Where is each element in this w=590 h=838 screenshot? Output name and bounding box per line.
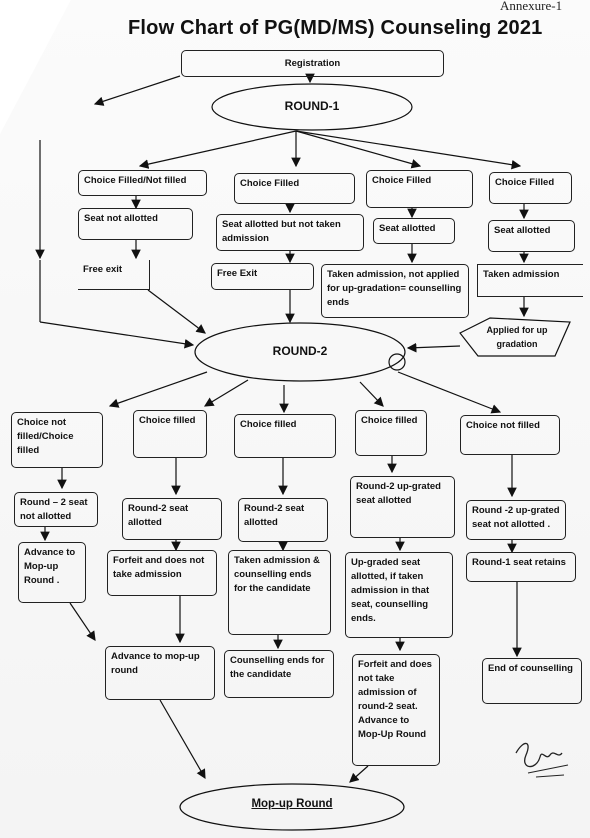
round2-oval: [194, 322, 406, 382]
r2-col4-status: Round-2 up-grated seat allotted: [350, 476, 455, 538]
r1-col3-status: Seat allotted: [373, 218, 455, 244]
r2-col3-status: Round-2 seat allotted: [238, 498, 328, 542]
r2-col2-next: Forfeit and does not take admission: [107, 550, 217, 596]
round1-label: ROUND-1: [284, 99, 340, 113]
registration-box: Registration: [181, 50, 444, 77]
r2-col4-choice: Choice filled: [355, 410, 427, 456]
r1-col3-outcome: Taken admission, not applied for up-grad…: [321, 264, 469, 318]
r2-col4-final: Forfeit and does not take admission of r…: [352, 654, 440, 766]
r2-col3-next: Taken admission & counselling ends for t…: [228, 550, 331, 635]
r2-col5-status: Round -2 up-grated seat not allotted .: [466, 500, 566, 540]
r1-col1-choice: Choice Filled/Not filled: [78, 170, 207, 196]
r2-col1-next: Advance to Mop-up Round .: [18, 542, 86, 603]
r1-col4-outcome: Taken admission: [477, 264, 583, 297]
signature: [515, 742, 569, 778]
annexure-label: Annexure-1: [500, 0, 563, 13]
r2-col1-choice: Choice not filled/Choice filled: [11, 412, 103, 468]
r1-col1-outcome: Free exit: [78, 260, 150, 290]
r2-col5-choice: Choice not filled: [460, 415, 560, 455]
r2-col3-choice: Choice filled: [234, 414, 336, 458]
r2-col1-status: Round – 2 seat not allotted: [14, 492, 98, 527]
r1-col2-status: Seat allotted but not taken admission: [216, 214, 364, 251]
r2-col2-status: Round-2 seat allotted: [122, 498, 222, 540]
page-title: Flow Chart of PG(MD/MS) Counseling 2021: [128, 17, 543, 39]
r1-col3-choice: Choice Filled: [366, 170, 473, 208]
r2-col5-next: Round-1 seat retains: [466, 552, 576, 582]
r1-col4-choice: Choice Filled: [489, 172, 572, 204]
r1-col1-status: Seat not allotted: [78, 208, 193, 240]
r2-col2-choice: Choice filled: [133, 410, 207, 458]
r1-col4-applied: Applied for up gradation: [486, 325, 548, 349]
r2-col4-next: Up-graded seat allotted, if taken admiss…: [345, 552, 453, 638]
r2-col2-final: Advance to mop-up round: [105, 646, 215, 700]
round2-label: ROUND-2: [272, 344, 328, 358]
r1-col2-choice: Choice Filled: [234, 173, 355, 204]
r1-col4-status: Seat allotted: [488, 220, 575, 252]
mopup-label: Mop-up Round: [251, 798, 333, 810]
r2-col3-final: Counselling ends for the candidate: [224, 650, 334, 698]
r1-col2-outcome: Free Exit: [211, 263, 314, 290]
mopup-oval: [179, 783, 405, 831]
r2-col5-final: End of counselling: [482, 658, 582, 704]
applied-upgradation-shape: [459, 317, 571, 357]
round1-oval: [211, 83, 413, 131]
